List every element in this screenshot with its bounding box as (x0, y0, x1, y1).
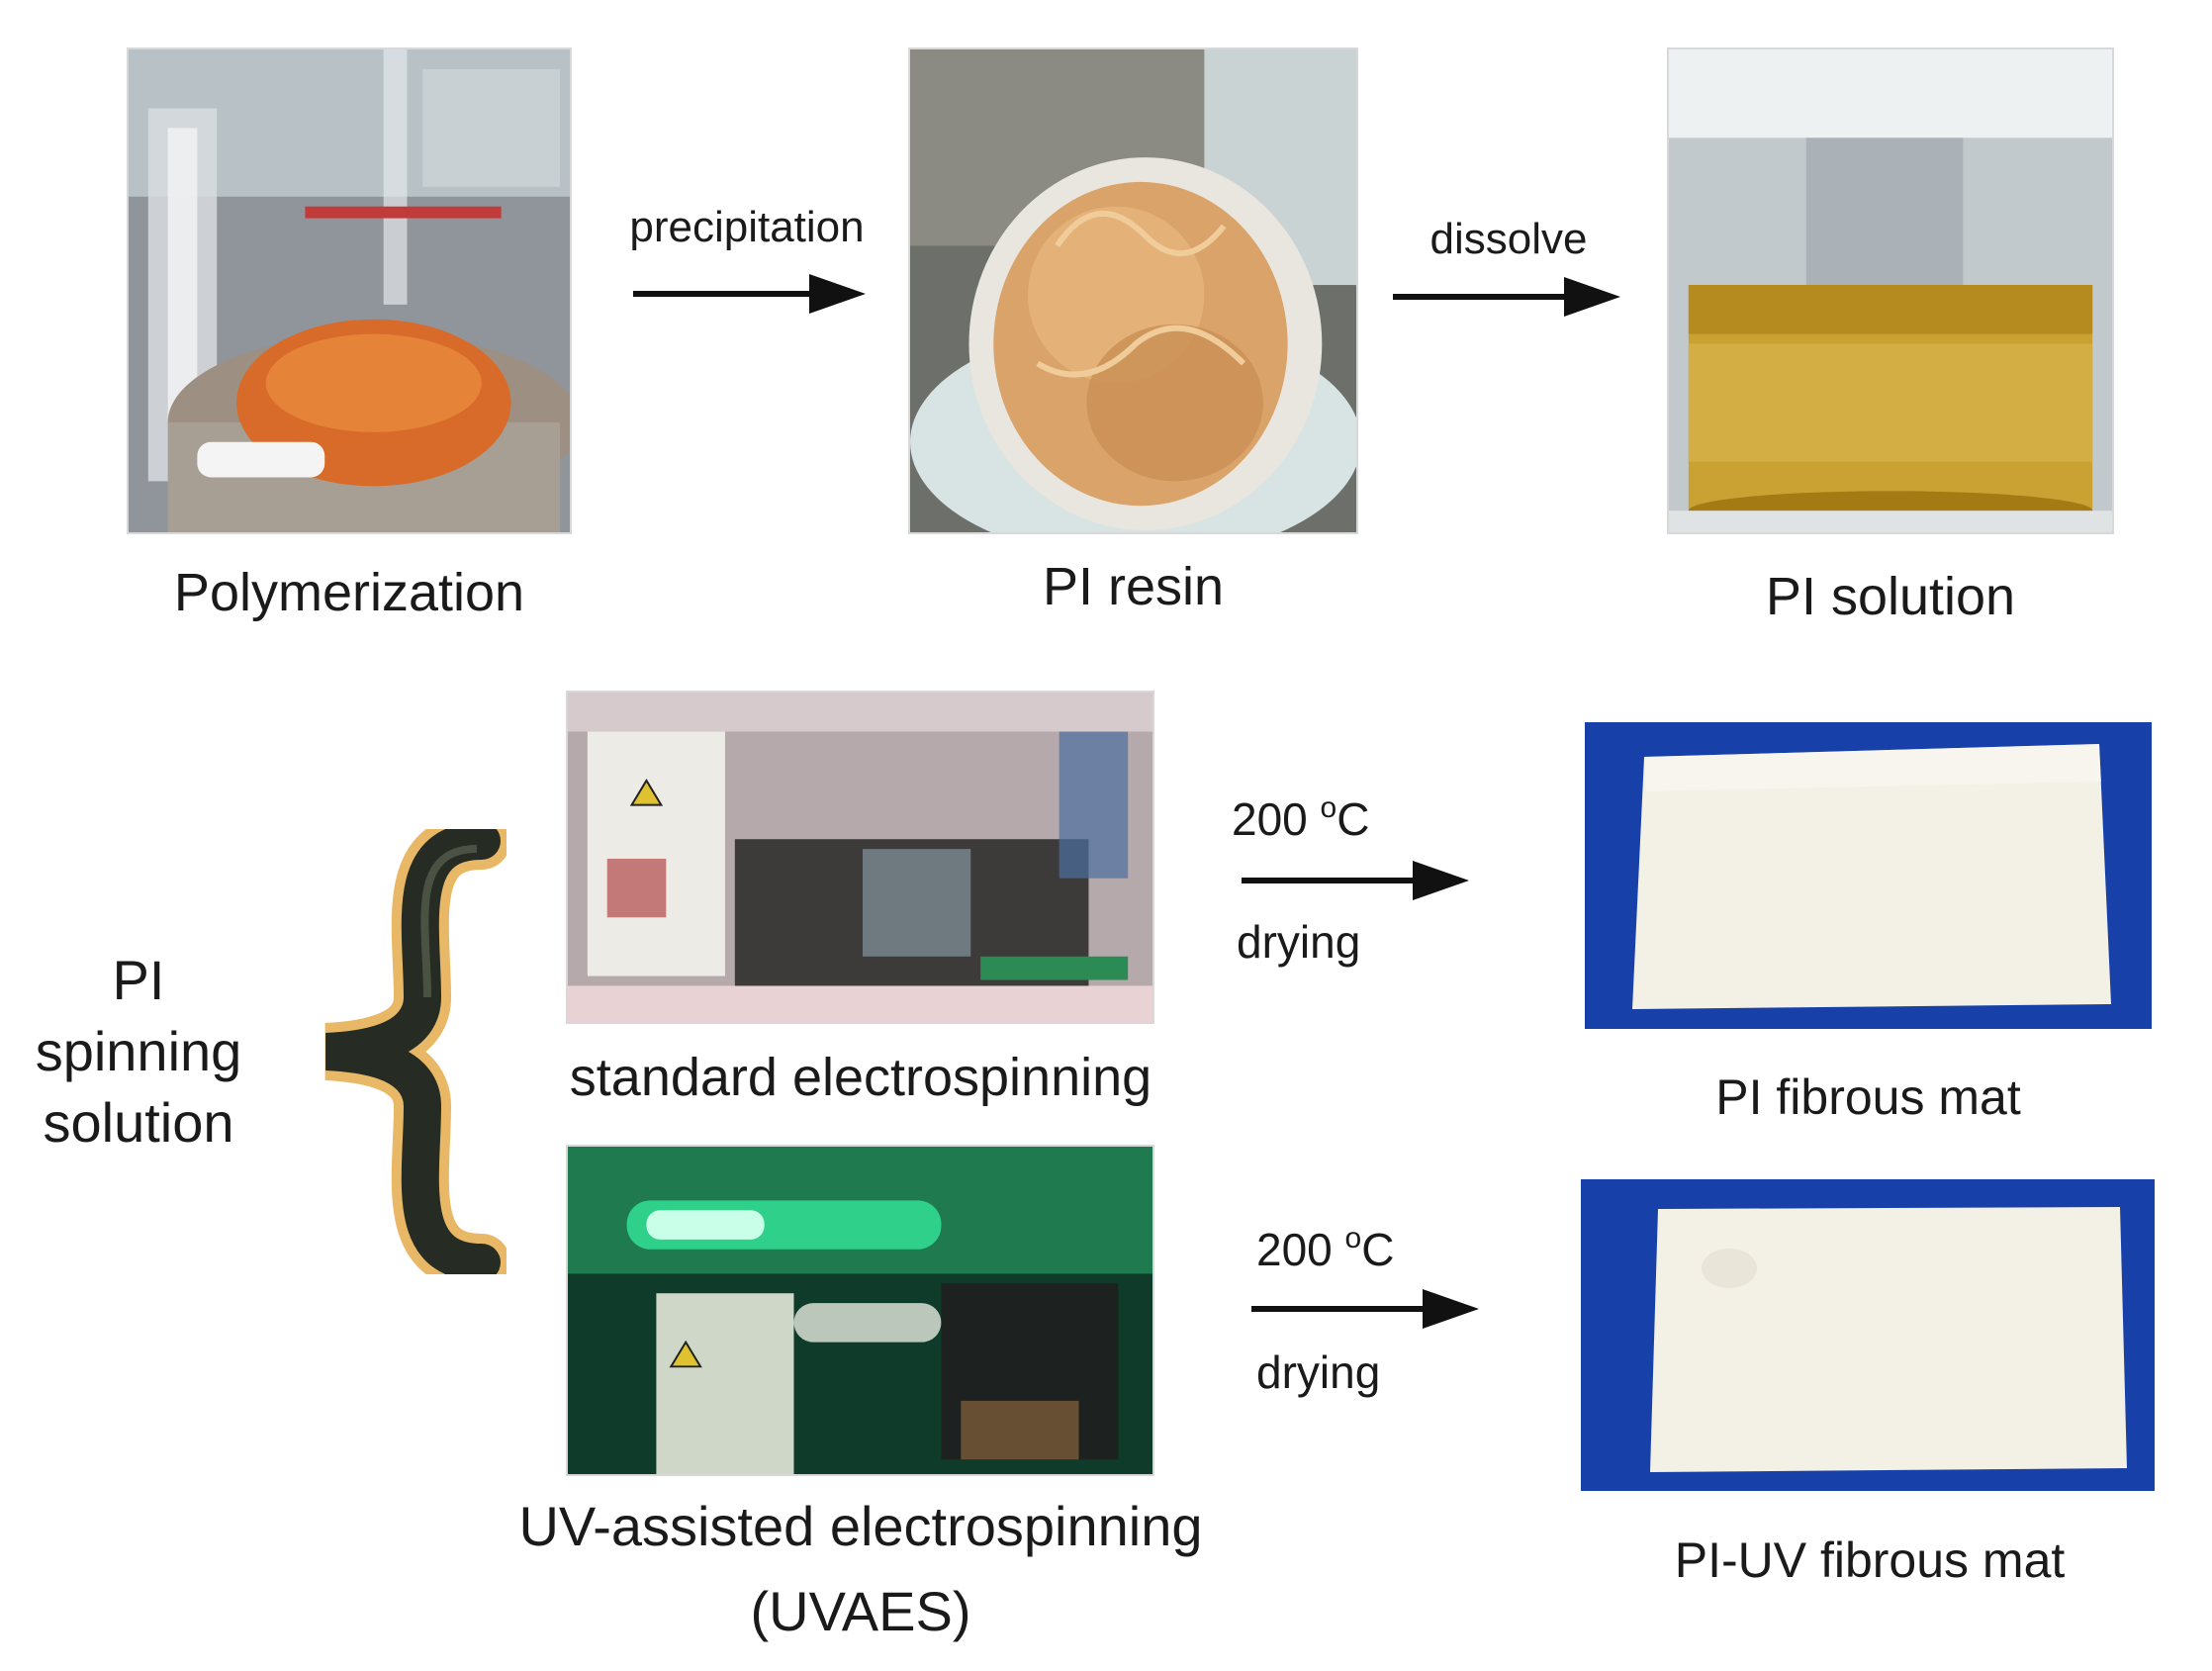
spinning-solution-line3: solution (43, 1091, 234, 1154)
spinning-solution-line2: spinning (35, 1020, 242, 1082)
pi-uv-fibrous-mat-label: PI-UV fibrous mat (1674, 1532, 2066, 1588)
temperature-label-top: 200 oC (1232, 791, 1370, 845)
uv-electrospinning-label-line1: UV-assisted electrospinning (518, 1495, 1203, 1557)
pi-uv-fibrous-mat-photo (1581, 1179, 2155, 1491)
drying-arrow-bottom (1251, 1284, 1479, 1334)
pi-resin-photo (908, 47, 1358, 534)
pi-fibrous-mat-photo (1585, 722, 2152, 1029)
standard-electrospinning-label: standard electrospinning (569, 1048, 1152, 1107)
drying-label-bottom: drying (1256, 1346, 1381, 1398)
polymerization-label: Polymerization (173, 563, 525, 622)
precipitation-arrow (633, 269, 866, 319)
standard-electrospinning-photo (566, 691, 1154, 1024)
drying-label-top: drying (1237, 916, 1361, 968)
drying-arrow-top (1242, 856, 1469, 905)
polymerization-photo (127, 47, 572, 534)
dissolve-arrow (1393, 272, 1620, 322)
uv-electrospinning-photo (566, 1145, 1154, 1476)
dissolve-label: dissolve (1429, 215, 1588, 263)
curly-brace (309, 829, 507, 1274)
pi-solution-photo (1667, 47, 2114, 534)
precipitation-label: precipitation (629, 203, 865, 251)
pi-resin-label: PI resin (1042, 557, 1225, 616)
spinning-solution-line1: PI (112, 949, 165, 1011)
uv-electrospinning-label-line2: (UVAES) (750, 1580, 971, 1642)
pi-solution-label: PI solution (1765, 567, 2016, 626)
temperature-label-bottom: 200 oC (1256, 1222, 1395, 1275)
pi-fibrous-mat-label: PI fibrous mat (1715, 1069, 2021, 1125)
